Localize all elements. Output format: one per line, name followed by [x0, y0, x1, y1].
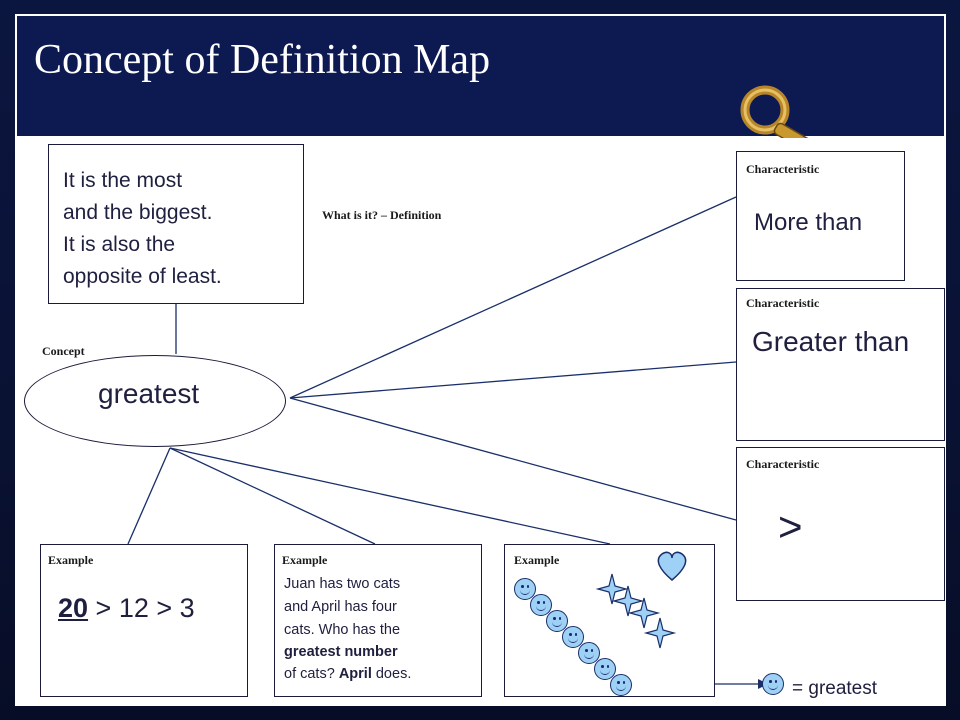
slide-title: Concept of Definition Map: [34, 37, 491, 83]
smiley-icon: [546, 610, 568, 632]
definition-line: It is the most: [63, 169, 183, 192]
smiley-icon: [594, 658, 616, 680]
definition-label: What is it? – Definition: [322, 208, 442, 222]
example-line: Juan has two cats: [284, 576, 401, 592]
definition-line: and the biggest.: [63, 201, 213, 224]
characteristic-text: >: [778, 503, 803, 550]
characteristic-text: Greater than: [752, 326, 910, 357]
example-label: Example: [514, 553, 560, 567]
legend-text: = greatest: [792, 678, 878, 699]
characteristic-label: Characteristic: [746, 162, 820, 176]
example-line: of cats? April does.: [284, 666, 411, 682]
definition-box: It is the most and the biggest. It is al…: [48, 144, 304, 304]
example-text-bold: April: [338, 666, 372, 682]
title-banner: [15, 14, 946, 138]
characteristic-box: [736, 151, 905, 281]
example-inequality: 20 > 12 > 3: [58, 593, 195, 624]
example-rest: > 12 > 3: [88, 593, 195, 623]
smiley-icon: [562, 626, 584, 648]
definition-line: It is also the: [63, 233, 176, 256]
characteristic-text: More than: [754, 209, 863, 236]
example-line: and April has four: [284, 599, 397, 615]
characteristic-label: Characteristic: [746, 457, 820, 471]
concept-label: Concept: [42, 344, 85, 358]
example-line: cats. Who has the: [284, 622, 401, 638]
characteristic-box: [736, 288, 945, 441]
example-text: does.: [371, 666, 412, 682]
example-lead-number: 20: [58, 593, 89, 623]
characteristic-label: Characteristic: [746, 296, 820, 310]
example-box: [274, 544, 482, 697]
example-label: Example: [282, 553, 328, 567]
example-box: [40, 544, 248, 697]
concept-ellipse: [24, 355, 286, 447]
legend-smiley-icon: [762, 673, 784, 695]
smiley-icon: [530, 594, 552, 616]
characteristic-box: [736, 447, 945, 601]
smiley-icon: [514, 578, 536, 600]
concept-word: greatest: [98, 378, 200, 409]
smiley-icon: [610, 674, 632, 696]
sparkle-heart-icon: [596, 551, 687, 649]
example-text: of cats?: [284, 666, 339, 682]
smiley-icon: [578, 642, 600, 664]
definition-line: opposite of least.: [63, 265, 222, 288]
example-label: Example: [48, 553, 94, 567]
example-line: greatest number: [284, 644, 398, 660]
